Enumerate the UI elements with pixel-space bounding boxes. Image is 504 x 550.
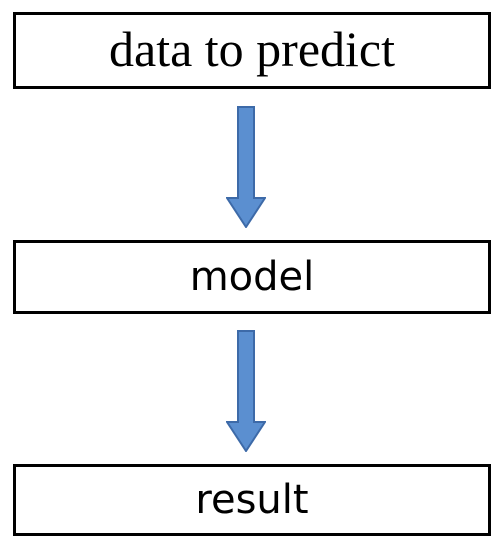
node-model: model — [13, 240, 491, 314]
node-label-result: result — [195, 477, 309, 523]
arrow-down-icon — [226, 330, 266, 452]
node-result: result — [13, 464, 491, 536]
node-label-model: model — [189, 254, 315, 300]
node-data-to-predict: data to predict — [13, 12, 491, 89]
node-label-data-to-predict: data to predict — [109, 20, 395, 77]
arrow-down-icon — [226, 106, 266, 228]
